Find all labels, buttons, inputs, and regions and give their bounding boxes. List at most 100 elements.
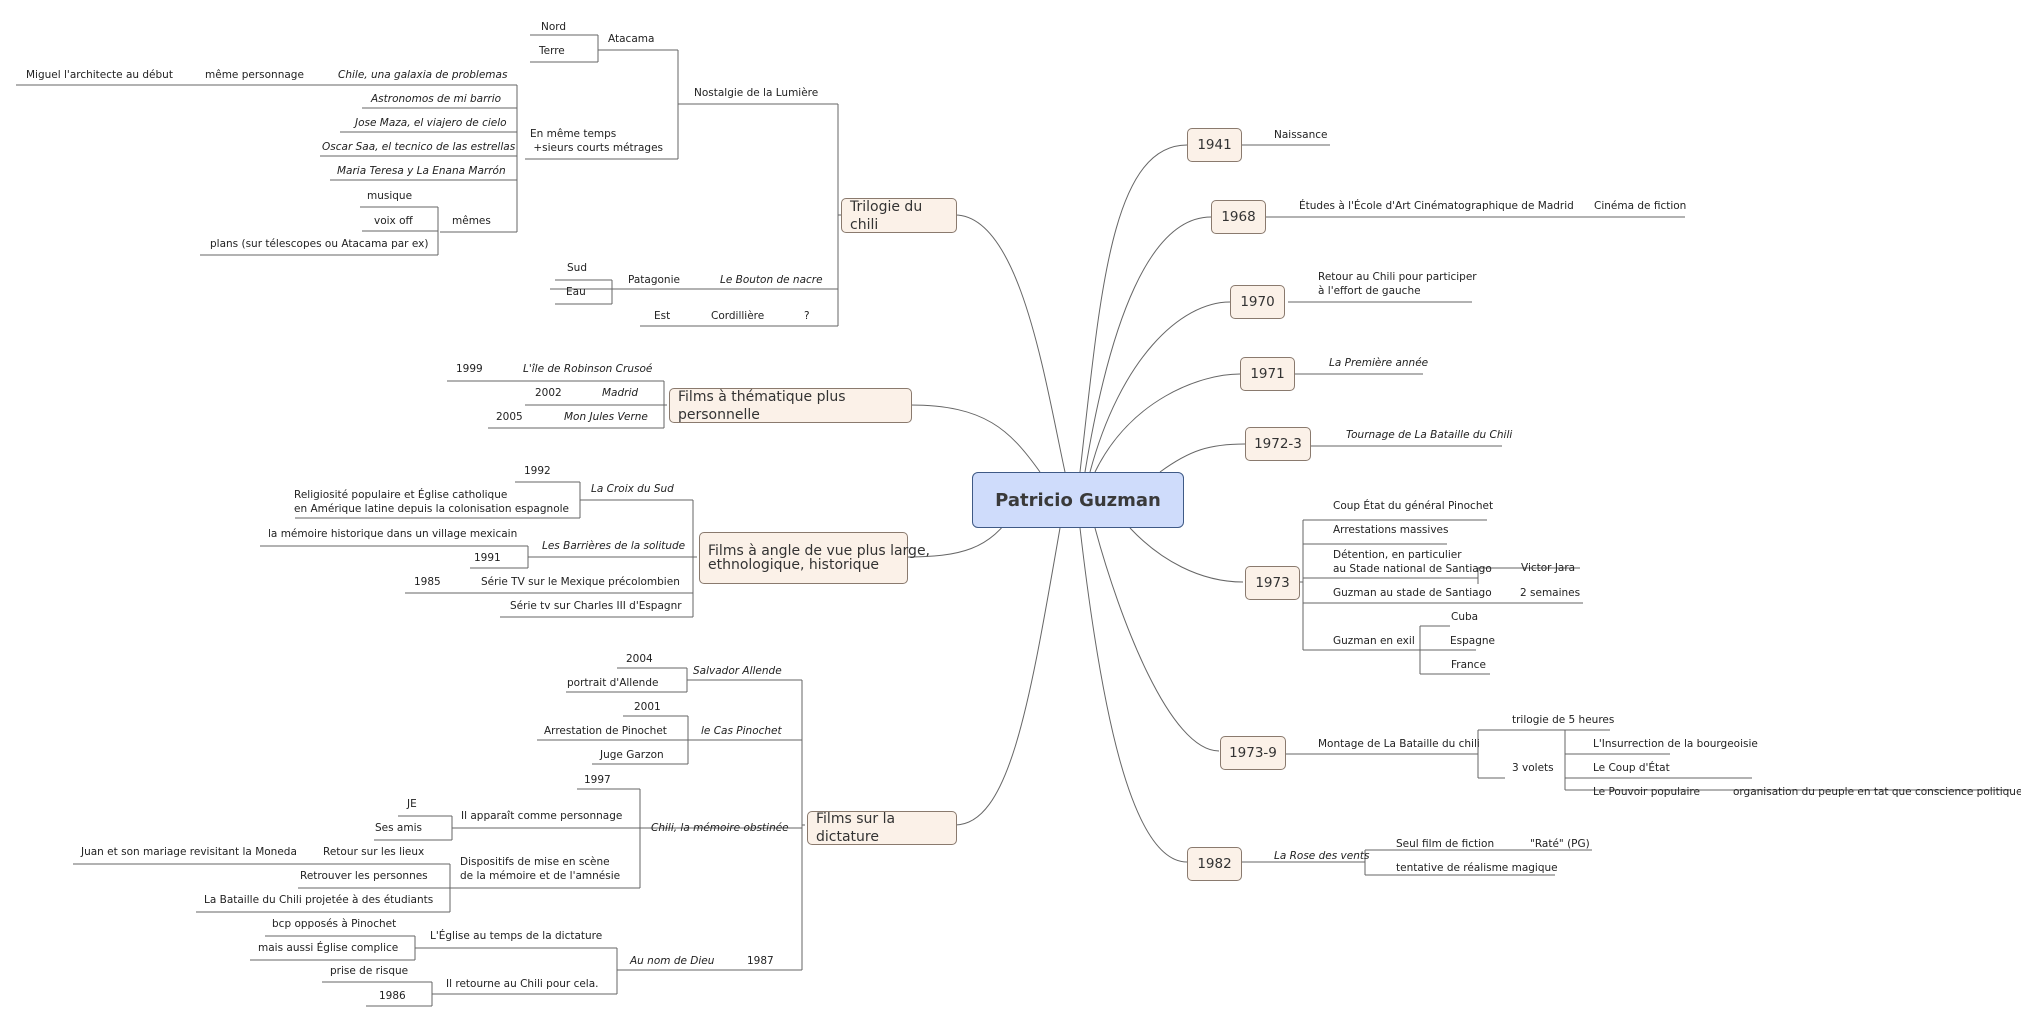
year-1973[interactable]: 1973 [1245, 566, 1300, 600]
node-retour-lieux[interactable]: Retour sur les lieux [323, 846, 425, 858]
node-meme-personnage[interactable]: même personnage [205, 69, 304, 81]
node-madrid[interactable]: Madrid [602, 387, 639, 399]
topic-personnelle[interactable]: Films à thématique plus personnelle [669, 388, 912, 423]
node-sud[interactable]: Sud [567, 262, 587, 274]
node-voix-off[interactable]: voix off [374, 215, 413, 227]
node-juge[interactable]: Juge Garzon [600, 749, 664, 761]
node-realisme[interactable]: tentative de réalisme magique [1396, 862, 1558, 874]
node-eglise[interactable]: L'Église au temps de la dictature [430, 930, 603, 942]
node-salvador[interactable]: Salvador Allende [693, 665, 782, 677]
node-victor-jara[interactable]: Victor Jara [1521, 562, 1576, 574]
node-barrieres[interactable]: Les Barrières de la solitude [542, 540, 686, 552]
node-jules-verne[interactable]: Mon Jules Verne [564, 411, 648, 423]
node-miguel[interactable]: Miguel l'architecte au début [26, 69, 173, 81]
node-nord[interactable]: Nord [541, 21, 567, 33]
node-1991[interactable]: 1991 [474, 552, 501, 564]
year-1941[interactable]: 1941 [1187, 128, 1242, 162]
node-organisation[interactable]: organisation du peuple en tat que consci… [1733, 786, 2021, 798]
node-1987[interactable]: 1987 [747, 955, 774, 967]
node-nostalgie[interactable]: Nostalgie de la Lumière [694, 87, 819, 99]
node-croix-sud[interactable]: La Croix du Sud [591, 483, 674, 495]
node-je[interactable]: JE [407, 798, 417, 810]
node-naissance[interactable]: Naissance [1274, 129, 1328, 141]
node-terre[interactable]: Terre [539, 45, 565, 57]
node-1985[interactable]: 1985 [414, 576, 441, 588]
node-plans[interactable]: plans (sur télescopes ou Atacama par ex) [210, 238, 429, 250]
year-1972-3[interactable]: 1972-3 [1245, 427, 1311, 461]
topic-dictature[interactable]: Films sur la dictature [807, 811, 957, 845]
node-question[interactable]: ? [804, 310, 810, 322]
node-seul-film[interactable]: Seul film de fiction [1396, 838, 1495, 850]
node-1997[interactable]: 1997 [584, 774, 611, 786]
node-ile-robinson[interactable]: L'île de Robinson Crusoé [523, 363, 653, 375]
node-bcp-opposes[interactable]: bcp opposés à Pinochet [272, 918, 397, 930]
node-cuba[interactable]: Cuba [1451, 611, 1479, 623]
node-cinema-fiction[interactable]: Cinéma de fiction [1594, 200, 1687, 212]
node-chili-memoire[interactable]: Chili, la mémoire obstinée [651, 822, 789, 834]
node-eau[interactable]: Eau [566, 286, 586, 298]
topic-angle[interactable]: Films à angle de vue plus large, ethnolo… [699, 532, 930, 584]
node-bouton-nacre[interactable]: Le Bouton de nacre [720, 274, 823, 286]
node-arrestations[interactable]: Arrestations massives [1333, 524, 1449, 536]
node-2002[interactable]: 2002 [535, 387, 562, 399]
node-montage[interactable]: Montage de La Bataille du chili [1318, 738, 1480, 750]
node-patagonie[interactable]: Patagonie [628, 274, 680, 286]
node-1999[interactable]: 1999 [456, 363, 483, 375]
node-guzman-stade[interactable]: Guzman au stade de Santiago [1333, 587, 1492, 599]
year-1973-9[interactable]: 1973-9 [1220, 736, 1286, 770]
node-3-volets[interactable]: 3 volets [1512, 762, 1554, 774]
node-insurrection[interactable]: L'Insurrection de la bourgeoisie [1593, 738, 1758, 750]
node-france[interactable]: France [1451, 659, 1486, 671]
node-premiere-annee[interactable]: La Première année [1329, 357, 1429, 369]
node-2001[interactable]: 2001 [634, 701, 661, 713]
year-1982[interactable]: 1982 [1187, 847, 1242, 881]
node-tournage[interactable]: Tournage de La Bataille du Chili [1346, 429, 1513, 441]
node-etudes[interactable]: Études à l'École d'Art Cinématographique… [1299, 200, 1574, 212]
node-jose-maza[interactable]: Jose Maza, el viajero de cielo [355, 117, 507, 129]
node-oscar-saa[interactable]: Oscar Saa, el tecnico de las estrellas [322, 141, 516, 153]
node-musique[interactable]: musique [367, 190, 413, 202]
node-memes[interactable]: mêmes [452, 215, 491, 227]
year-1970[interactable]: 1970 [1230, 285, 1285, 319]
node-detention[interactable]: Détention, en particulier au Stade natio… [1333, 549, 1492, 575]
node-retour-chili[interactable]: Retour au Chili pour participer à l'effo… [1318, 271, 1477, 297]
node-portrait[interactable]: portrait d'Allende [567, 677, 659, 689]
node-cordilliere[interactable]: Cordillière [711, 310, 765, 322]
node-2-semaines[interactable]: 2 semaines [1520, 587, 1581, 599]
node-est[interactable]: Est [654, 310, 671, 322]
node-ses-amis[interactable]: Ses amis [375, 822, 422, 834]
node-retrouver[interactable]: Retrouver les personnes [300, 870, 428, 882]
node-juan[interactable]: Juan et son mariage revisitant la Moneda [81, 846, 297, 858]
node-1992[interactable]: 1992 [524, 465, 551, 477]
node-prise-risque[interactable]: prise de risque [330, 965, 409, 977]
node-2004[interactable]: 2004 [626, 653, 653, 665]
node-dispositifs[interactable]: Dispositifs de mise en scène de la mémoi… [460, 856, 621, 882]
node-rose-vents[interactable]: La Rose des vents [1274, 850, 1370, 862]
node-memoire-village[interactable]: la mémoire historique dans un village me… [268, 528, 518, 540]
node-religiosite[interactable]: Religiosité populaire et Église catholiq… [294, 489, 569, 515]
node-cas-pinochet[interactable]: le Cas Pinochet [701, 725, 782, 737]
node-retourne[interactable]: Il retourne au Chili pour cela. [446, 978, 599, 990]
node-trilogie-5h[interactable]: trilogie de 5 heures [1512, 714, 1615, 726]
node-maria-teresa[interactable]: Maria Teresa y La Enana Marrón [337, 165, 506, 177]
node-eglise-complice[interactable]: mais aussi Église complice [258, 942, 399, 954]
node-serie-mexique[interactable]: Série TV sur le Mexique précolombien [481, 576, 680, 588]
node-guzman-exil[interactable]: Guzman en exil [1333, 635, 1415, 647]
year-1968[interactable]: 1968 [1211, 200, 1266, 234]
node-au-nom[interactable]: Au nom de Dieu [630, 955, 715, 967]
node-2005[interactable]: 2005 [496, 411, 523, 423]
year-1971[interactable]: 1971 [1240, 357, 1295, 391]
node-chile-galaxia[interactable]: Chile, una galaxia de problemas [338, 69, 508, 81]
node-apparait[interactable]: Il apparaît comme personnage [461, 810, 623, 822]
node-atacama[interactable]: Atacama [608, 33, 655, 45]
node-en-meme-temps[interactable]: En même temps +sieurs courts métrages [530, 128, 664, 154]
central-topic[interactable]: Patricio Guzman [972, 472, 1184, 528]
node-1986[interactable]: 1986 [379, 990, 406, 1002]
node-serie-charles[interactable]: Série tv sur Charles III d'Espagnr [510, 600, 682, 612]
node-astronomos[interactable]: Astronomos de mi barrio [371, 93, 502, 105]
node-coup[interactable]: Coup État du général Pinochet [1333, 500, 1494, 512]
node-pouvoir[interactable]: Le Pouvoir populaire [1593, 786, 1700, 798]
node-projetee[interactable]: La Bataille du Chili projetée à des étud… [204, 894, 434, 906]
node-coup-etat[interactable]: Le Coup d'État [1593, 762, 1670, 774]
node-espagne[interactable]: Espagne [1450, 635, 1495, 647]
